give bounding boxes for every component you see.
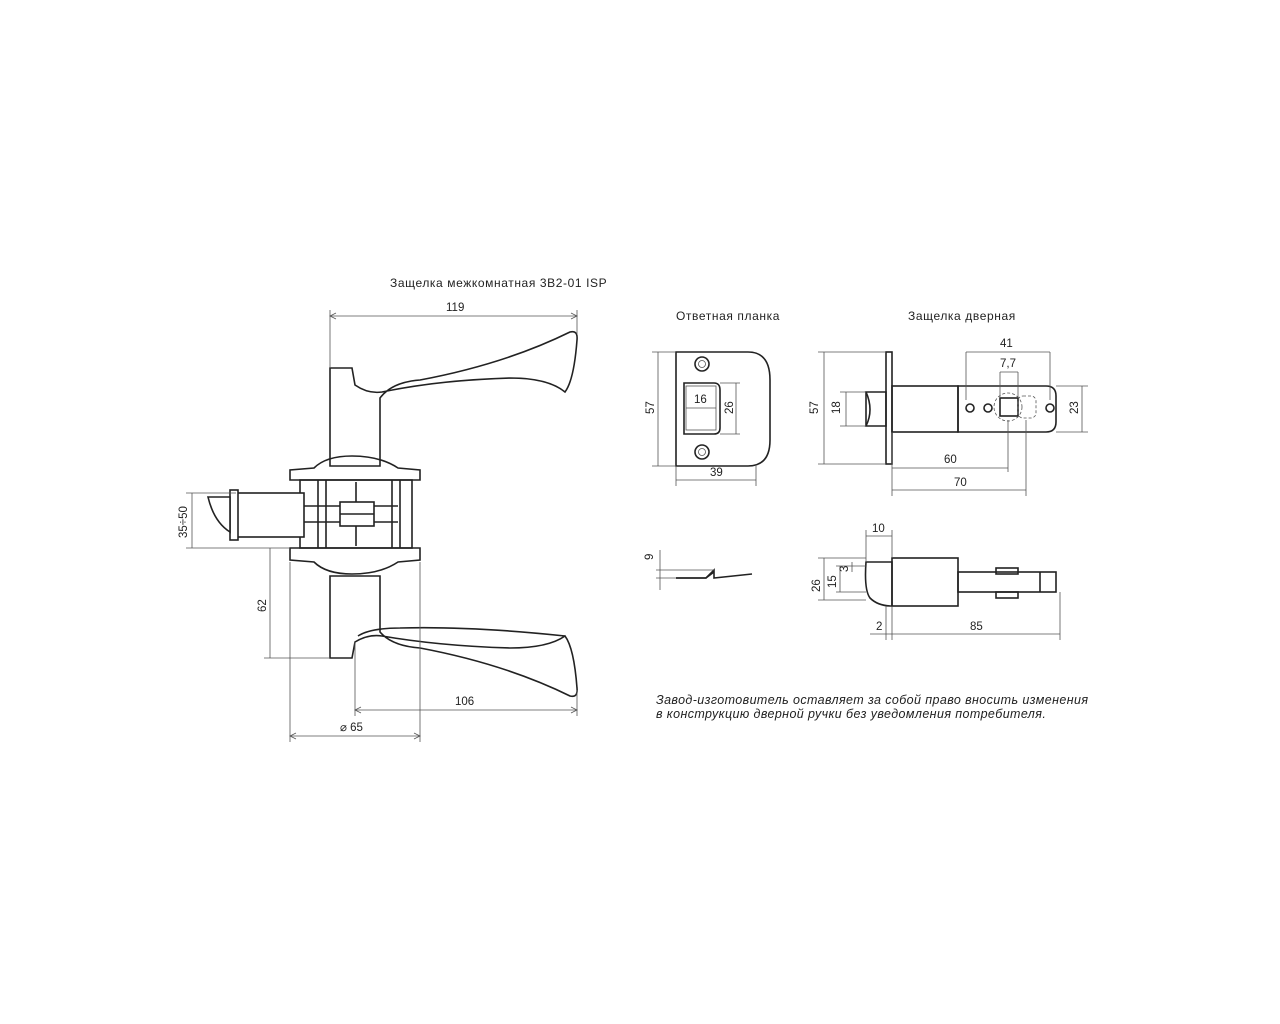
dim-side-15: 15 <box>827 575 839 588</box>
dim-106: 106 <box>455 696 474 708</box>
dim-latch-57: 57 <box>809 401 821 414</box>
dim-side-2: 2 <box>876 621 882 633</box>
dim-side-85: 85 <box>970 621 983 633</box>
lower-lever <box>329 575 578 698</box>
upper-rosette <box>289 455 421 481</box>
dim-side-26: 26 <box>811 579 823 592</box>
handle-dimensions: 119 35÷50 62 106 ⌀ 65 <box>178 302 578 742</box>
latch-title: Защелка дверная <box>908 309 1016 323</box>
dim-plate-39: 39 <box>710 467 723 479</box>
dim-latch-18: 18 <box>831 401 843 414</box>
latch-side-dimensions: 10 26 15 3 2 85 <box>811 523 1061 640</box>
strike-plate-dimensions: 57 16 26 39 <box>645 351 757 486</box>
upper-lever <box>329 330 578 467</box>
dim-plate-57: 57 <box>645 401 657 414</box>
strike-plate-title: Ответная планка <box>676 309 780 323</box>
dim-plate-26: 26 <box>724 401 736 414</box>
dim-62: 62 <box>257 599 269 612</box>
lower-rosette <box>289 547 421 575</box>
dim-latch-23: 23 <box>1069 401 1081 414</box>
latch-bolt <box>206 496 231 534</box>
dim-latch-41: 41 <box>1000 338 1013 350</box>
latch-side <box>864 557 1057 607</box>
dim-35-50: 35÷50 <box>178 506 190 538</box>
latch-top-dimensions: 57 18 41 7,7 23 60 70 <box>809 338 1088 496</box>
latch-body <box>235 492 305 538</box>
main-title: Защелка межкомнатная 3B2-01 ISP <box>390 276 607 290</box>
dim-side-10: 10 <box>872 523 885 535</box>
dim-plate-16: 16 <box>694 394 707 406</box>
latch-top <box>864 351 1057 465</box>
dim-119: 119 <box>446 302 464 314</box>
strike-plate-side: 9 <box>644 550 753 590</box>
dim-latch-7-7: 7,7 <box>1000 358 1016 370</box>
disclaimer-line-2: в конструкцию дверной ручки без уведомле… <box>656 707 1046 721</box>
dim-latch-70: 70 <box>954 477 967 489</box>
strike-plate-front <box>675 351 771 467</box>
disclaimer-line-1: Завод-изготовитель оставляет за собой пр… <box>656 693 1088 707</box>
dim-65: ⌀ 65 <box>340 722 363 734</box>
dim-side-3: 3 <box>839 566 851 572</box>
dim-latch-60: 60 <box>944 454 957 466</box>
handle-assembly <box>206 330 578 698</box>
dim-plate-9: 9 <box>644 554 656 560</box>
